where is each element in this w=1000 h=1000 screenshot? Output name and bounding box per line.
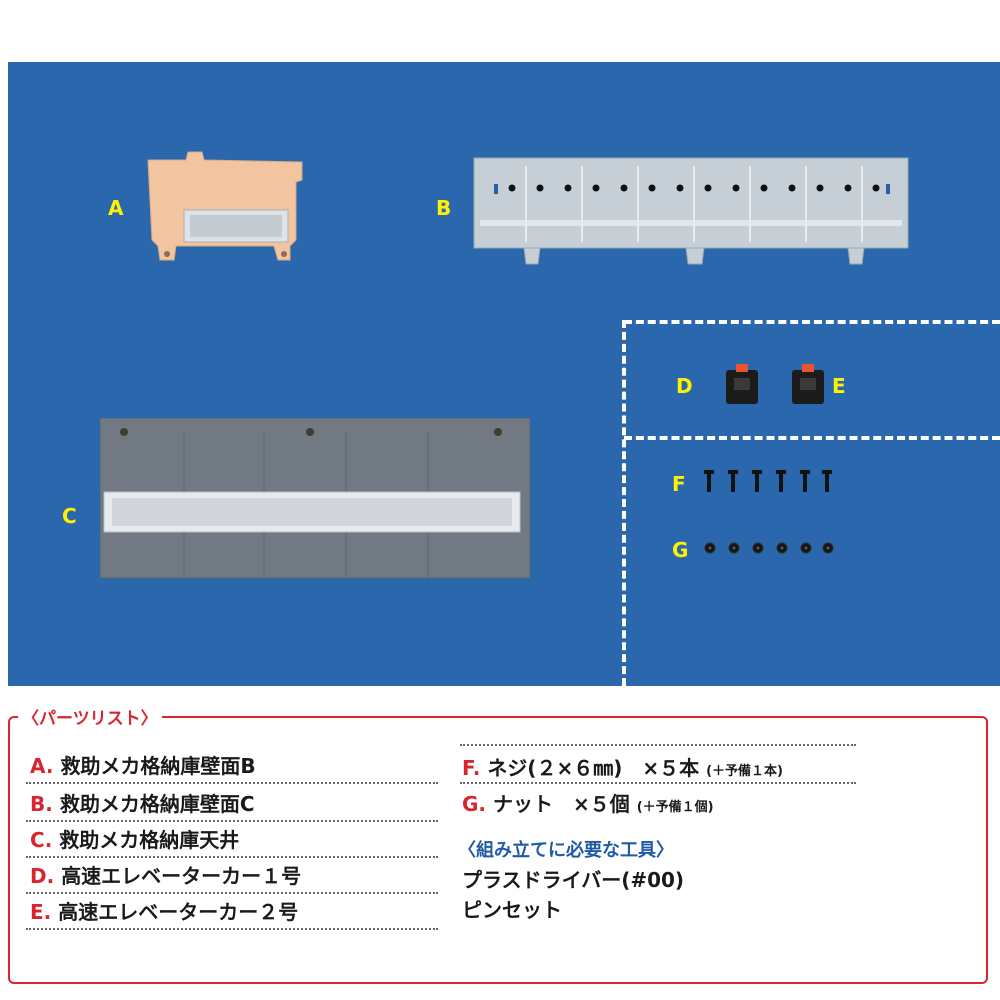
dashed-divider-middle: [624, 436, 1000, 440]
tools-title: 〈組み立てに必要な工具〉: [458, 840, 674, 861]
item-name: 救助メカ格納庫壁面C: [59, 792, 255, 816]
item-letter: E: [30, 900, 44, 924]
label-c: C: [62, 504, 77, 528]
label-d: D: [676, 374, 693, 398]
item-dot: .: [46, 864, 55, 888]
dashed-divider-top: [624, 320, 1000, 324]
divider: [26, 928, 438, 930]
part-a-wall-b: [147, 151, 303, 261]
item-letter: A: [30, 754, 46, 778]
item-dot: .: [43, 900, 52, 924]
item-letter: B: [30, 792, 46, 816]
parts-list-item-a: A. 救助メカ格納庫壁面B: [30, 750, 256, 779]
parts-list-item-d: D. 高速エレベーターカー１号: [30, 860, 301, 889]
parts-list-item-f: F. ネジ(２×６㎜) ×５本 (＋予備１本): [462, 752, 783, 781]
label-e: E: [832, 374, 846, 398]
divider: [460, 782, 856, 784]
parts-list-item-b: B. 救助メカ格納庫壁面C: [30, 788, 255, 817]
parts-list-title: 〈パーツリスト〉: [18, 704, 162, 729]
item-note: (＋予備１個): [636, 800, 714, 815]
label-f: F: [672, 472, 686, 496]
item-name: 高速エレベーターカー１号: [61, 864, 302, 888]
parts-list-box: [8, 716, 988, 984]
item-dot: .: [45, 792, 53, 816]
item-letter: G: [462, 792, 479, 816]
parts-list-item-c: C. 救助メカ格納庫天井: [30, 824, 239, 853]
part-c-ceiling: [100, 418, 531, 579]
part-g-nuts: [704, 542, 834, 554]
item-note: (＋予備１本): [706, 764, 783, 779]
label-g: G: [672, 538, 689, 562]
part-e-elevator-car-2: [792, 364, 824, 404]
item-dot: .: [472, 756, 481, 780]
divider: [26, 892, 438, 894]
item-letter: F: [462, 756, 473, 780]
parts-list-item-e: E. 高速エレベーターカー２号: [30, 896, 298, 925]
divider: [26, 782, 438, 784]
label-b: B: [436, 196, 452, 220]
item-name: ネジ(２×６㎜) ×５本: [487, 756, 700, 780]
item-dot: .: [478, 792, 487, 816]
divider: [26, 820, 438, 822]
divider: [26, 856, 438, 858]
item-dot: .: [44, 828, 53, 852]
item-name: ナット ×５個: [493, 792, 630, 816]
parts-photo: A B C: [8, 62, 1000, 686]
part-b-wall-c: [473, 157, 909, 265]
tool-item-tweezers: ピンセット: [462, 898, 562, 922]
item-name: 高速エレベーターカー２号: [58, 900, 299, 924]
part-d-elevator-car-1: [726, 364, 758, 404]
tool-item-screwdriver: プラスドライバー(#00): [462, 868, 685, 892]
divider: [460, 744, 856, 746]
part-f-screws: [704, 470, 832, 492]
item-name: 救助メカ格納庫天井: [59, 828, 240, 852]
item-letter: D: [30, 864, 47, 888]
parts-list-item-g: G. ナット ×５個 (＋予備１個): [462, 788, 714, 817]
label-a: A: [108, 196, 124, 220]
item-dot: .: [45, 754, 54, 778]
item-name: 救助メカ格納庫壁面B: [60, 754, 256, 778]
item-letter: C: [30, 828, 45, 852]
dashed-divider-left: [622, 320, 626, 686]
